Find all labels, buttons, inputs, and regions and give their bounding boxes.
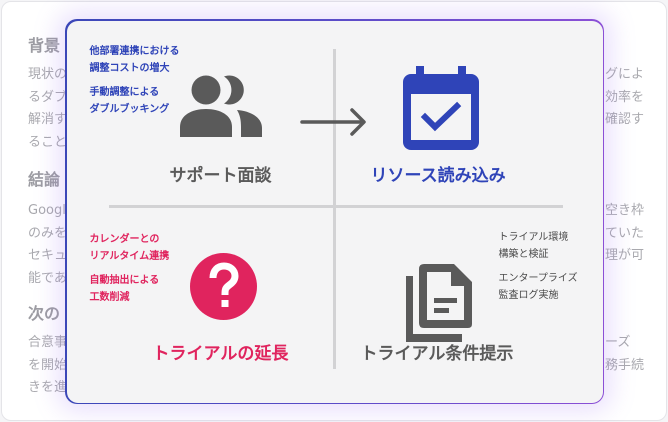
quadrant-title-trial-extension: トライアルの延長: [152, 343, 289, 364]
section-paragraph-conclusion: Googl のみを セキュ 能であ: [28, 200, 67, 290]
text-line: 理が可: [605, 248, 645, 263]
note-line: リアルタイム連携: [89, 250, 170, 262]
text-line: 能であ: [28, 270, 67, 286]
notes-bottom-left: カレンダーとの リアルタイム連携 自動抽出による 工数削減: [90, 231, 170, 313]
help-circle-icon: [189, 252, 257, 320]
note-line: 工数削減: [89, 291, 130, 303]
text-line: 現状の: [28, 67, 68, 82]
quadrant-title-support-meeting: サポート面談: [169, 165, 272, 186]
text-line: 確認す: [605, 112, 645, 127]
note-line: 監査ログ実施: [498, 289, 559, 301]
section-paragraph-background-right: グによ 効率を 確認す: [605, 64, 644, 132]
horizontal-divider: [108, 204, 563, 208]
text-line: グによ: [605, 67, 645, 82]
text-line: 合意事: [28, 335, 68, 350]
note-line: カレンダーとの: [89, 233, 160, 245]
notes-bottom-right: トライアル環境 構築と検証 エンタープライズ 監査ログ実施: [499, 229, 578, 311]
section-heading-next-steps: 次の: [28, 304, 61, 323]
text-line: 解消す: [28, 112, 68, 127]
text-line: 空き枠: [605, 203, 645, 218]
section-heading-conclusion: 結論: [28, 170, 61, 189]
documents-copy-icon: [405, 263, 472, 342]
text-line: きを進: [28, 380, 68, 395]
quadrant-title-trial-conditions: トライアル条件提示: [360, 343, 514, 364]
calendar-check-icon: [402, 65, 479, 150]
note-line: 他部署連携における: [89, 45, 180, 57]
notes-top-left: 他部署連携における 調整コストの増大 手動調整による ダブルブッキング: [90, 43, 180, 125]
section-paragraph-next-steps: 合意事 を開始 きを進: [28, 332, 67, 400]
arrow-right-icon: [299, 107, 366, 136]
note-line: 手動調整による: [89, 86, 160, 98]
section-paragraph-conclusion-right: 空き枠 ていた 理が可: [605, 200, 644, 268]
note-line: エンタープライズ: [498, 272, 578, 284]
text-line: ていた: [605, 225, 645, 241]
text-line: ーズ: [605, 335, 631, 350]
note-line: トライアル環境: [498, 231, 569, 243]
diagram-card[interactable]: 他部署連携における 調整コストの増大 手動調整による ダブルブッキング サポート…: [65, 19, 604, 404]
section-heading-background: 背景: [28, 36, 61, 55]
diagram-card-body: 他部署連携における 調整コストの増大 手動調整による ダブルブッキング サポート…: [66, 20, 603, 403]
quadrant-title-resource-loading: リソース読み込み: [370, 165, 506, 186]
note-line: 自動抽出による: [89, 274, 160, 286]
text-line: るダブ: [28, 89, 68, 105]
people-group-icon: [179, 75, 262, 137]
text-line: セキュ: [28, 248, 68, 263]
text-line: を開始: [28, 357, 68, 373]
note-line: 調整コストの増大: [89, 62, 170, 74]
text-line: 務手続: [605, 357, 645, 373]
section-paragraph-background: 現状の るダブ 解消す ること: [28, 64, 67, 154]
text-line: Googl: [28, 203, 66, 218]
text-line: 効率を: [605, 89, 645, 105]
text-line: ること: [28, 134, 68, 150]
text-line: のみを: [28, 225, 68, 241]
section-paragraph-next-steps-right: ーズ 務手続: [605, 332, 644, 377]
note-line: ダブルブッキング: [89, 103, 170, 115]
vertical-divider: [332, 48, 336, 369]
note-line: 構築と検証: [498, 248, 549, 260]
